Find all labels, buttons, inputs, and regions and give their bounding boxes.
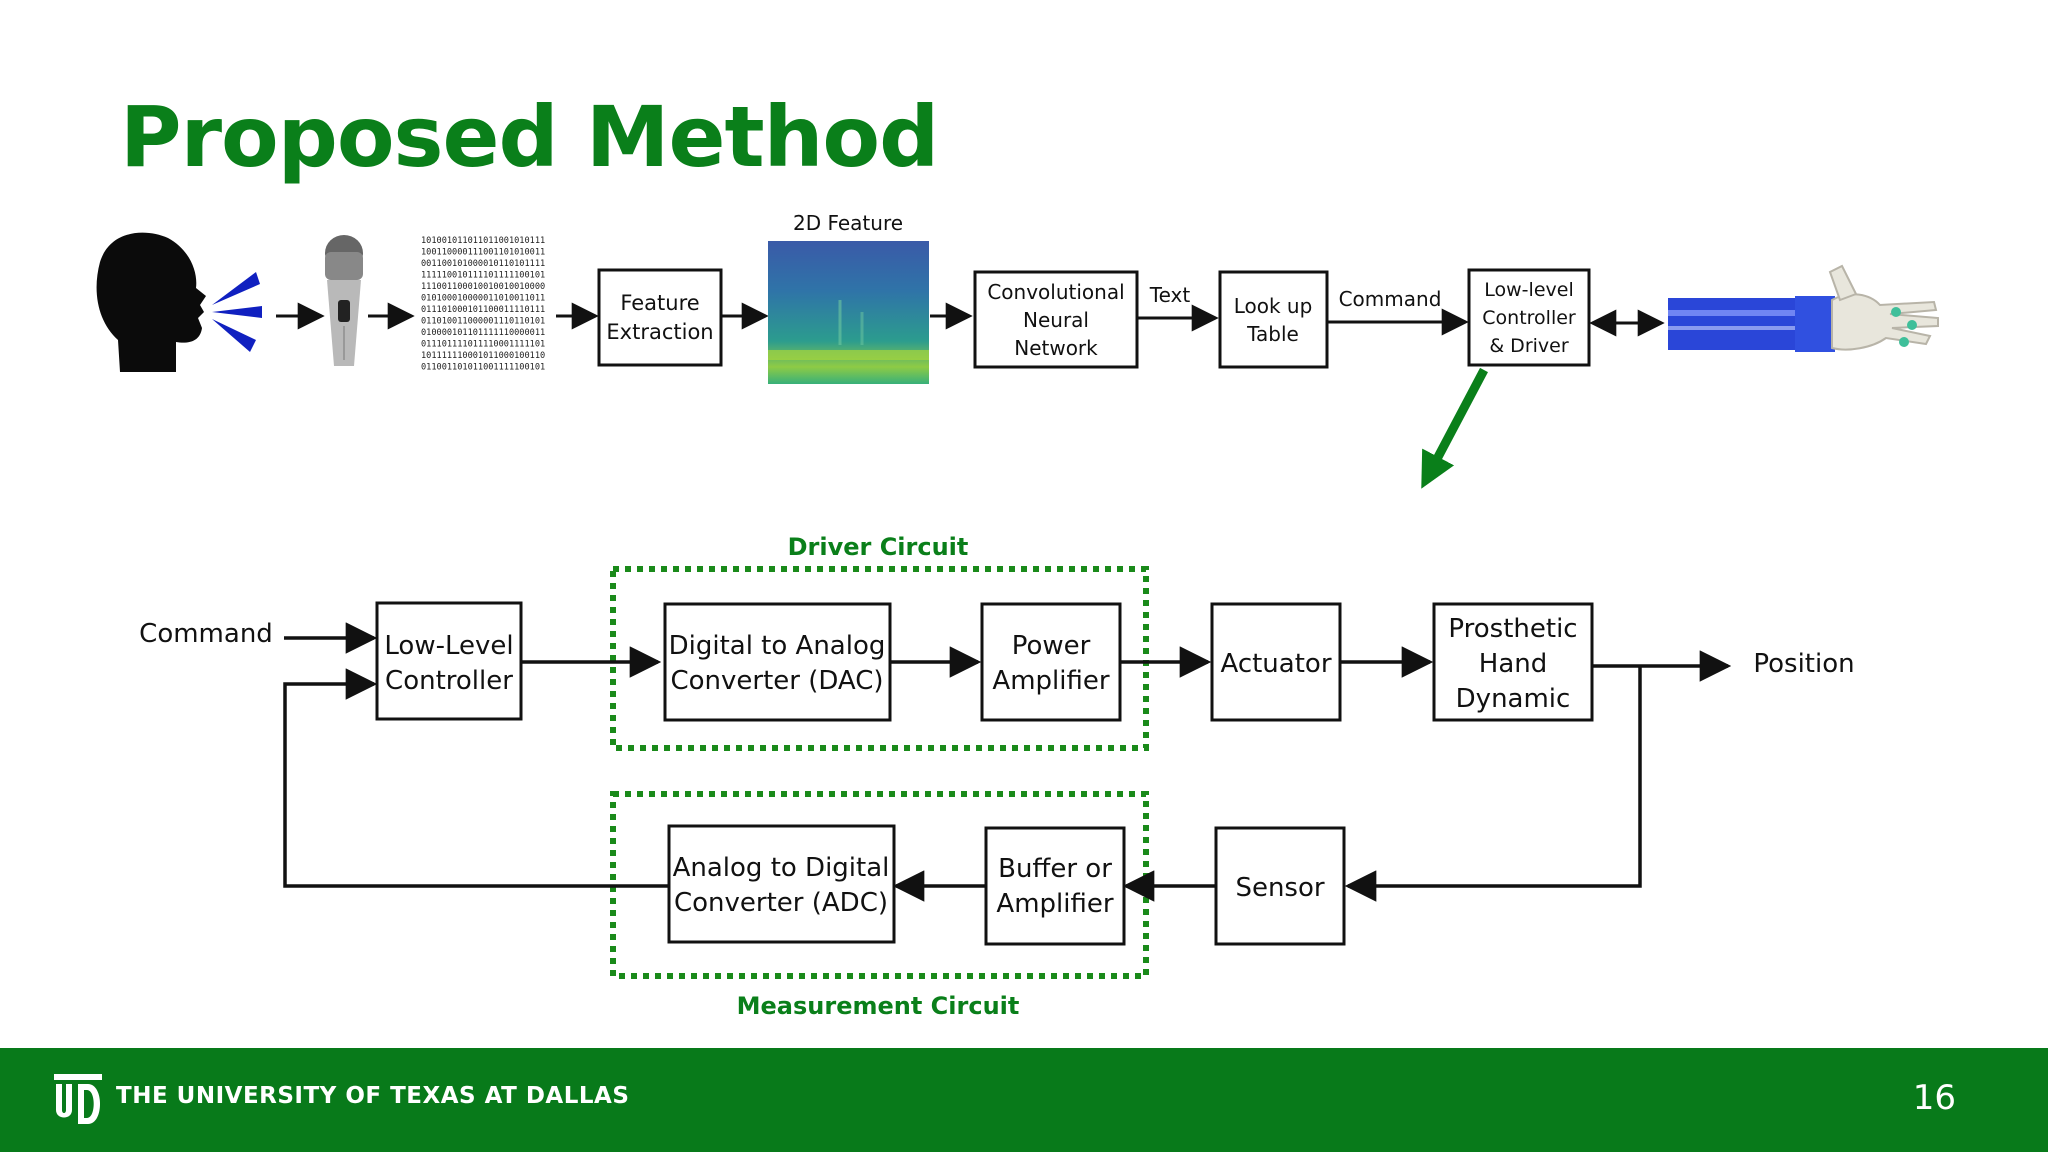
- controller-line3: & Driver: [1489, 335, 1569, 357]
- phd-line2: Hand: [1479, 649, 1547, 679]
- llc-line2: Controller: [385, 666, 513, 696]
- driver-circuit-label: Driver Circuit: [788, 533, 969, 561]
- cnn-line2: Neural: [1023, 308, 1089, 332]
- adc-line2: Converter (ADC): [674, 888, 888, 918]
- page-number: 16: [1912, 1078, 1956, 1118]
- binary-line: 100110000111001101010011: [421, 248, 545, 258]
- driver-circuit-frame: [610, 566, 1149, 751]
- binary-line: 010100010000011010011011: [421, 294, 545, 304]
- speaker-head-icon: [96, 232, 206, 372]
- feature-extraction-line1: Feature: [620, 291, 699, 315]
- binary-line: 011101111011110001111101: [421, 340, 545, 350]
- controller-line1: Low-level: [1484, 279, 1573, 301]
- position-output-label: Position: [1753, 649, 1854, 679]
- phd-line3: Dynamic: [1456, 684, 1571, 714]
- binary-line: 101001011011011001010111: [421, 236, 545, 246]
- slide-title: Proposed Method: [120, 88, 939, 186]
- power-amp-line1: Power: [1012, 631, 1091, 661]
- prosthetic-hand-image: [1668, 264, 1939, 352]
- binary-line: 010000101101111110000011: [421, 328, 545, 338]
- lookup-line2: Table: [1246, 322, 1299, 346]
- feature-extraction-box: Feature Extraction: [597, 268, 723, 367]
- sensor-box: Sensor: [1214, 826, 1346, 946]
- binary-line: 111001100010010010010000: [421, 282, 545, 292]
- measurement-circuit-label: Measurement Circuit: [737, 992, 1020, 1020]
- lookup-table-box: Look up Table: [1218, 270, 1329, 369]
- command-input-label: Command: [139, 619, 273, 649]
- power-amplifier-box: Power Amplifier: [980, 602, 1122, 722]
- binary-line: 011001101011001111100101: [421, 363, 545, 373]
- sound-waves-icon: [212, 272, 262, 352]
- low-level-controller-box: Low-Level Controller: [375, 601, 523, 721]
- binary-data-block: 101001011011011001010111 1001100001110011…: [421, 236, 545, 373]
- binary-line: 101111110001011000100110: [421, 351, 545, 361]
- dac-line1: Digital to Analog: [669, 631, 886, 661]
- actuator-box: Actuator: [1210, 602, 1342, 722]
- sensor-label: Sensor: [1235, 873, 1324, 903]
- actuator-label: Actuator: [1220, 649, 1331, 679]
- llc-line1: Low-Level: [384, 631, 513, 661]
- feature-2d-label: 2D Feature: [793, 211, 903, 235]
- cnn-box: Convolutional Neural Network: [973, 270, 1139, 369]
- binary-line: 011010011000001110110101: [421, 317, 545, 327]
- command-edge-label: Command: [1339, 287, 1442, 311]
- binary-line: 111110010111101111100101: [421, 271, 545, 281]
- spectrogram-image: [768, 241, 929, 384]
- controller-line2: Controller: [1482, 307, 1576, 329]
- power-amp-line2: Amplifier: [992, 666, 1109, 696]
- buffer-line1: Buffer or: [998, 854, 1112, 884]
- buffer-amplifier-box: Buffer or Amplifier: [984, 826, 1126, 946]
- cnn-line3: Network: [1014, 336, 1098, 360]
- footer-bar: THE UNIVERSITY OF TEXAS AT DALLAS 16: [0, 1048, 2048, 1152]
- text-edge-label: Text: [1149, 283, 1191, 307]
- binary-line: 011101000101100011110111: [421, 305, 545, 315]
- microphone-icon: [325, 235, 363, 366]
- dac-box: Digital to Analog Converter (DAC): [663, 602, 892, 722]
- binary-line: 001100101000010110101111: [421, 259, 545, 269]
- adc-box: Analog to Digital Converter (ADC): [667, 824, 896, 944]
- phd-line1: Prosthetic: [1448, 614, 1577, 644]
- diagram-canvas: 101001011011011001010111 1001100001110011…: [96, 211, 1939, 1020]
- buffer-line2: Amplifier: [996, 889, 1113, 919]
- dac-line2: Converter (DAC): [670, 666, 883, 696]
- footer-university-name: THE UNIVERSITY OF TEXAS AT DALLAS: [116, 1083, 630, 1109]
- prosthetic-hand-dynamic-box: Prosthetic Hand Dynamic: [1432, 602, 1594, 722]
- feature-extraction-line2: Extraction: [606, 320, 713, 344]
- adc-line1: Analog to Digital: [673, 853, 890, 883]
- lookup-line1: Look up: [1234, 294, 1313, 318]
- zoom-arrow: [1421, 367, 1488, 489]
- cnn-line1: Convolutional: [987, 280, 1124, 304]
- controller-driver-box: Low-level Controller & Driver: [1467, 268, 1591, 367]
- utd-logo-icon: [54, 1074, 102, 1124]
